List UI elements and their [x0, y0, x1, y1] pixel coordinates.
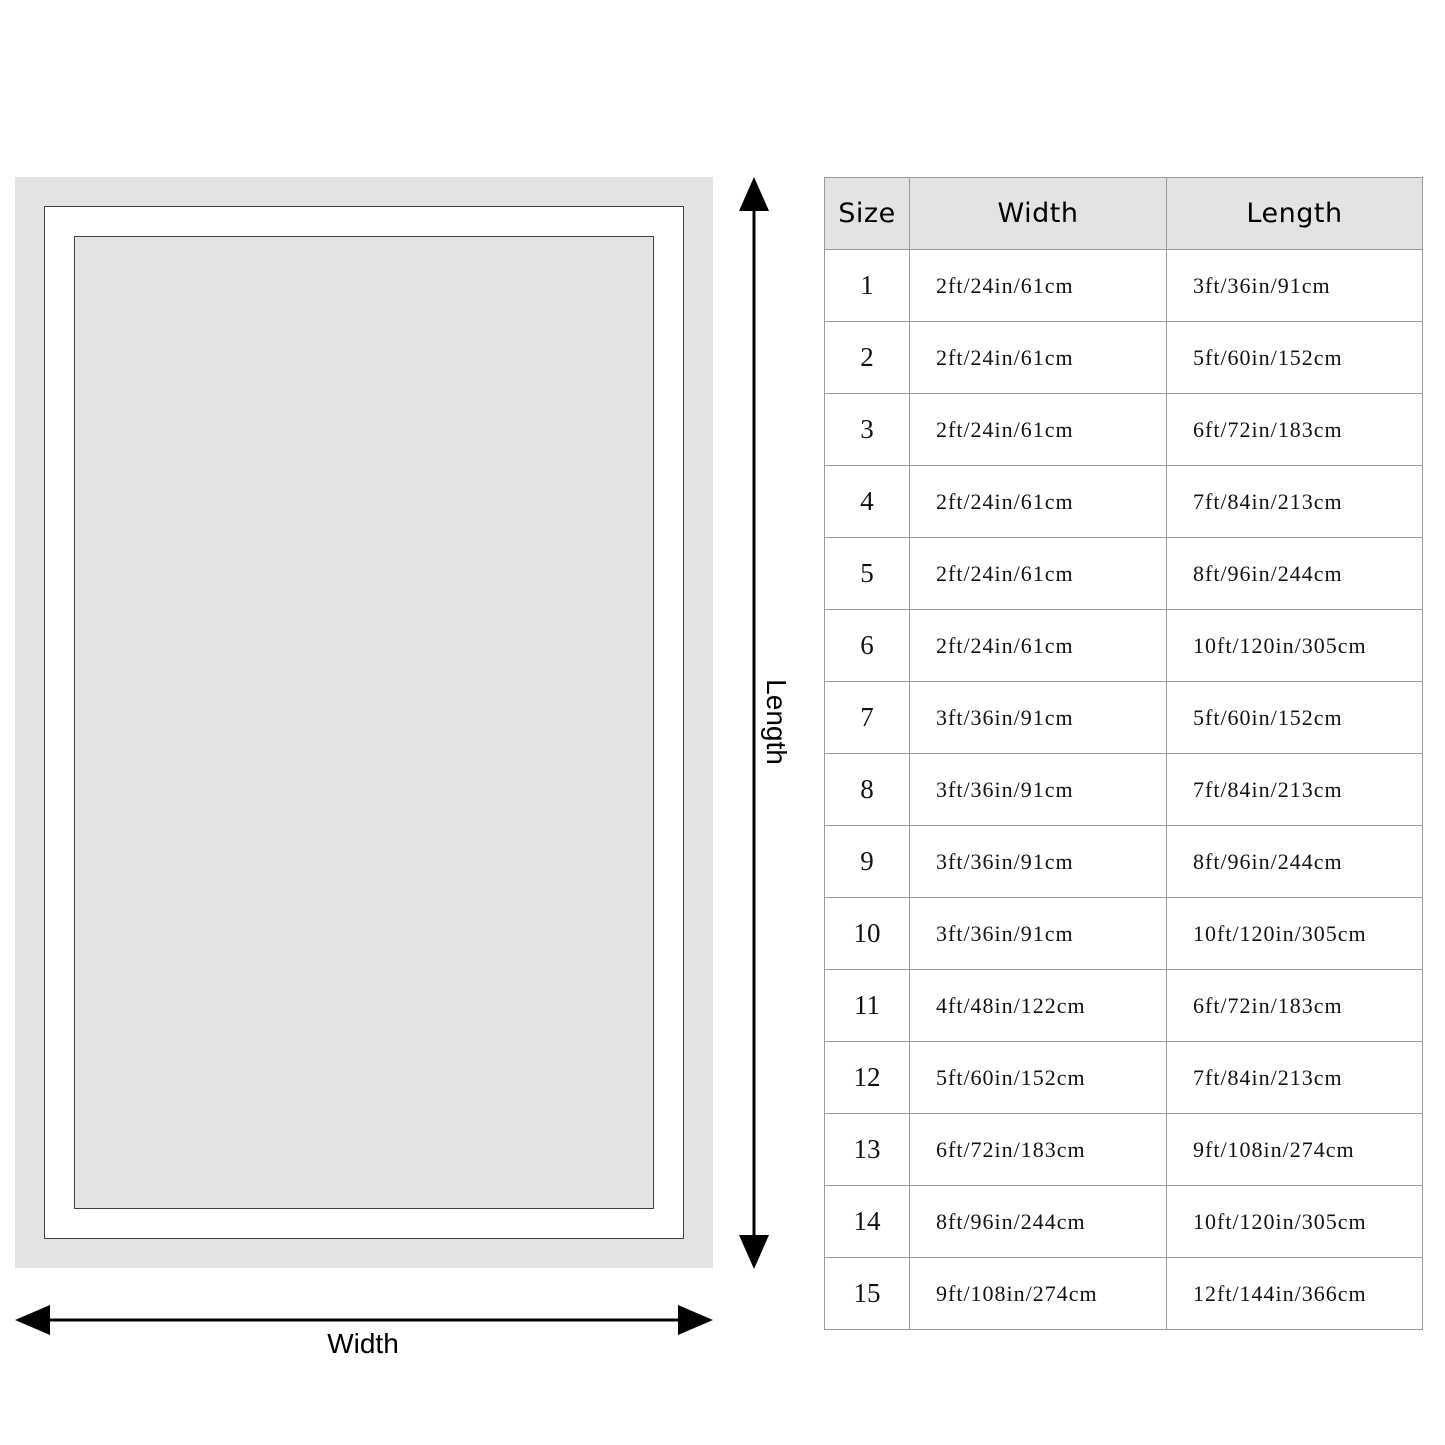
width-arrow-icon — [15, 1305, 713, 1335]
cell-length: 5ft/60in/152cm — [1166, 681, 1423, 754]
cell-size: 8 — [824, 753, 910, 826]
cell-size: 10 — [824, 897, 910, 970]
cell-size: 15 — [824, 1257, 910, 1330]
cell-width: 9ft/108in/274cm — [909, 1257, 1167, 1330]
header-length: Length — [1166, 177, 1423, 250]
cell-width: 2ft/24in/61cm — [909, 609, 1167, 682]
cell-width: 3ft/36in/91cm — [909, 897, 1167, 970]
cell-length: 8ft/96in/244cm — [1166, 825, 1423, 898]
cell-size: 14 — [824, 1185, 910, 1258]
length-label-text: Length — [761, 679, 792, 765]
cell-length: 12ft/144in/366cm — [1166, 1257, 1423, 1330]
table-header-row: Size Width Length — [824, 177, 1423, 250]
cell-size: 4 — [824, 465, 910, 538]
cell-width: 2ft/24in/61cm — [909, 321, 1167, 394]
cell-size: 12 — [824, 1041, 910, 1114]
cell-length: 6ft/72in/183cm — [1166, 969, 1423, 1042]
cell-width: 2ft/24in/61cm — [909, 537, 1167, 610]
header-size: Size — [824, 177, 910, 250]
cell-size: 2 — [824, 321, 910, 394]
cell-length: 8ft/96in/244cm — [1166, 537, 1423, 610]
cell-size: 11 — [824, 969, 910, 1042]
cell-width: 2ft/24in/61cm — [909, 393, 1167, 466]
rug-center-field — [74, 236, 654, 1209]
length-arrow-icon — [739, 177, 769, 1269]
cell-length: 10ft/120in/305cm — [1166, 609, 1423, 682]
cell-size: 3 — [824, 393, 910, 466]
cell-size: 6 — [824, 609, 910, 682]
cell-length: 7ft/84in/213cm — [1166, 465, 1423, 538]
header-width: Width — [909, 177, 1167, 250]
cell-length: 10ft/120in/305cm — [1166, 1185, 1423, 1258]
cell-length: 6ft/72in/183cm — [1166, 393, 1423, 466]
cell-size: 1 — [824, 249, 910, 322]
cell-width: 3ft/36in/91cm — [909, 681, 1167, 754]
cell-length: 3ft/36in/91cm — [1166, 249, 1423, 322]
cell-length: 9ft/108in/274cm — [1166, 1113, 1423, 1186]
cell-length: 7ft/84in/213cm — [1166, 753, 1423, 826]
cell-width: 4ft/48in/122cm — [909, 969, 1167, 1042]
cell-size: 9 — [824, 825, 910, 898]
cell-length: 7ft/84in/213cm — [1166, 1041, 1423, 1114]
cell-width: 5ft/60in/152cm — [909, 1041, 1167, 1114]
cell-size: 13 — [824, 1113, 910, 1186]
cell-width: 2ft/24in/61cm — [909, 465, 1167, 538]
cell-size: 7 — [824, 681, 910, 754]
cell-width: 3ft/36in/91cm — [909, 825, 1167, 898]
cell-length: 5ft/60in/152cm — [1166, 321, 1423, 394]
cell-width: 2ft/24in/61cm — [909, 249, 1167, 322]
cell-width: 8ft/96in/244cm — [909, 1185, 1167, 1258]
cell-width: 3ft/36in/91cm — [909, 753, 1167, 826]
width-label: Width — [327, 1328, 399, 1359]
cell-width: 6ft/72in/183cm — [909, 1113, 1167, 1186]
cell-length: 10ft/120in/305cm — [1166, 897, 1423, 970]
cell-size: 5 — [824, 537, 910, 610]
